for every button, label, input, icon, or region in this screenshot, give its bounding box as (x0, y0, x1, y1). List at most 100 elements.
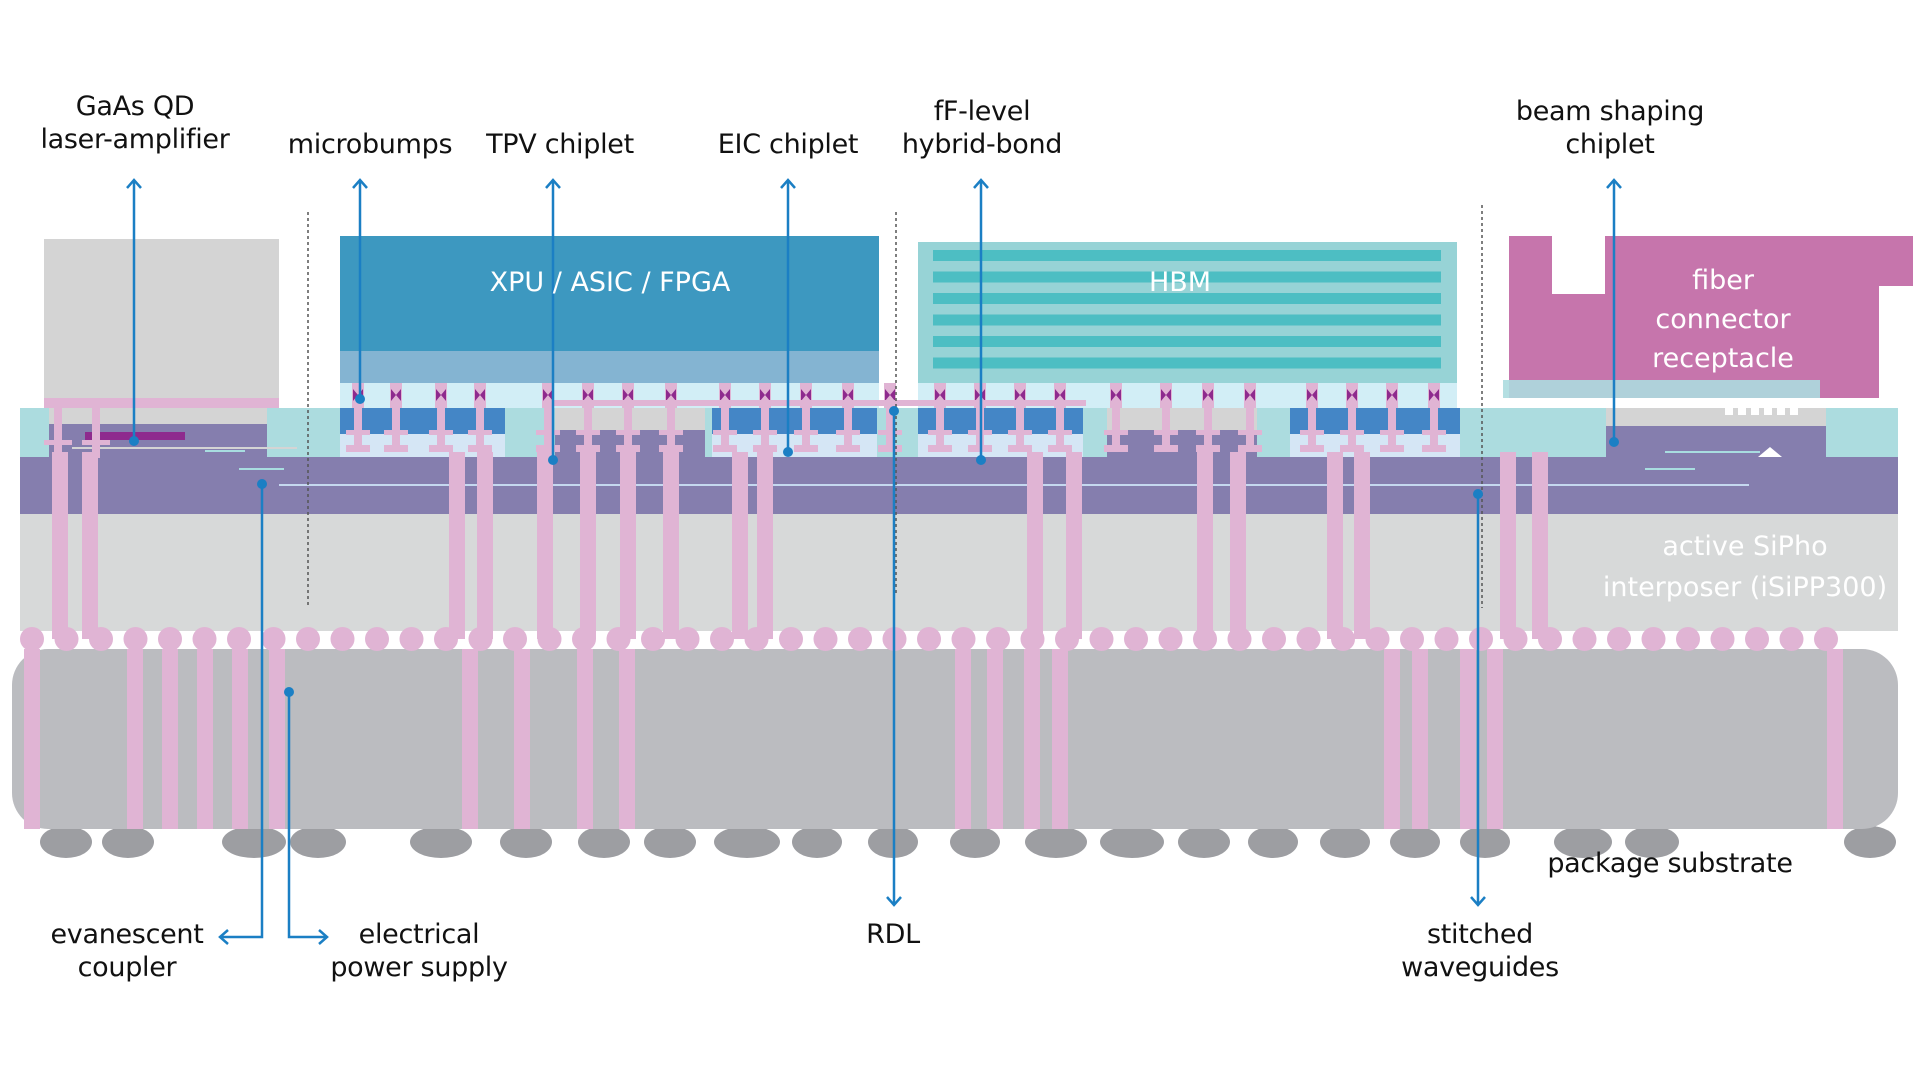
hbm-label: HBM (1080, 263, 1280, 302)
bga-ball (1625, 826, 1679, 858)
through-silicon-via (620, 452, 636, 639)
copper-interconnects (20, 383, 1843, 829)
c4-bump (468, 627, 493, 651)
substrate-via (1487, 649, 1503, 829)
through-silicon-via (663, 452, 679, 639)
through-silicon-via (1532, 452, 1548, 639)
c4-bump (434, 627, 458, 651)
c4-bump (710, 627, 734, 651)
bga-ball (644, 826, 696, 858)
rdl-pad (836, 430, 860, 435)
beam-shaping-pad (1725, 408, 1733, 415)
label-line: power supply (330, 952, 508, 983)
callout-evanescent-arrowhead (218, 929, 229, 945)
callout-power-supply-arrowhead (318, 929, 329, 945)
via-stack (802, 408, 810, 448)
c4-bump (813, 627, 838, 651)
c4-bump (1676, 627, 1700, 651)
label-line: interposer (iSiPP300) (1602, 572, 1888, 603)
c4-bump (192, 627, 217, 651)
bga-ball (1844, 826, 1896, 858)
substrate-via (232, 649, 248, 829)
c4-bump (158, 627, 182, 651)
label-microbumps: microbumps (270, 128, 470, 161)
c4-bump (641, 627, 665, 651)
substrate-via (269, 649, 285, 829)
fiber-connector-receptacle (1509, 236, 1913, 398)
bga-ball (410, 826, 472, 858)
label-line: waveguides (1401, 952, 1559, 983)
hybrid-bond-pad (1429, 389, 1439, 401)
callout-microbumps-dot (355, 394, 365, 404)
substrate-via (577, 649, 593, 829)
label-line: laser-amplifier (40, 124, 230, 155)
rdl-pad (1196, 445, 1220, 452)
microbump (1306, 383, 1318, 408)
rdl-pad (713, 445, 737, 452)
c4-bump (1814, 627, 1838, 651)
beam-shaping-pad (1777, 408, 1785, 415)
active-sipho-interposer-label: active SiPho interposer (iSiPP300) (1590, 526, 1900, 608)
bga-ball (792, 826, 842, 858)
hybrid-bond-pad (543, 389, 553, 401)
microbump (1202, 383, 1214, 408)
callout-rdl-arrowhead (886, 896, 902, 907)
fiber-connector-base (1503, 380, 1820, 398)
c4-bump (1641, 627, 1666, 651)
rdl-pad (536, 445, 560, 452)
rdl-pad (1048, 445, 1072, 452)
c4-bump (261, 627, 286, 651)
rdl-pad (753, 430, 777, 435)
beam-shaping-mirror (1758, 447, 1782, 457)
bga-ball (1320, 826, 1370, 858)
callout-eic-chiplet-arrowhead (780, 178, 796, 189)
waveguide (205, 450, 245, 452)
callout-lines (126, 178, 1622, 945)
via-stack (476, 408, 484, 448)
rdl-pad (576, 430, 600, 435)
waveguide (1665, 451, 1760, 453)
rdl-pad (1300, 445, 1324, 452)
rdl-pad (429, 430, 453, 435)
rdl-bridge (806, 400, 1086, 406)
microbump (1160, 383, 1172, 408)
laser-cavity-top (49, 408, 267, 424)
c4-bump (1227, 627, 1252, 651)
c4-bump (675, 627, 700, 651)
hbm-die-stripe (933, 271, 1441, 283)
microbump (1244, 383, 1256, 408)
rdl-pad (1196, 430, 1220, 435)
eic-chiplet-beol (340, 434, 505, 457)
substrate-via (1827, 649, 1843, 829)
c4-bump (1607, 627, 1631, 651)
c4-bump (917, 627, 941, 651)
c4-bump (1469, 627, 1493, 651)
via-stack (624, 408, 632, 448)
hbm-die-stripe (933, 336, 1441, 347)
label-ff-level-hybrid-bond: fF-level hybrid-bond (872, 95, 1092, 161)
substrate-via (462, 649, 478, 829)
via-stack (1246, 408, 1254, 448)
tpv-chiplet-top-2 (1107, 408, 1257, 430)
substrate-via (955, 649, 971, 829)
via-stack (844, 408, 852, 448)
c4-bump (1124, 627, 1148, 651)
via-stack (936, 408, 944, 448)
label-line: fF-level (933, 96, 1031, 127)
hybrid-bond-pad (1203, 389, 1213, 401)
bga-ball (950, 826, 1000, 858)
via-stack (1348, 408, 1356, 448)
rdl-pad (1238, 430, 1262, 435)
callout-beam-shaping-arrowhead (1606, 178, 1622, 189)
hybrid-bond-pad (843, 389, 853, 401)
rdl-pad (1154, 445, 1178, 452)
laser-cavity-dielectric (49, 424, 267, 457)
rdl-pad (753, 445, 777, 452)
via-stack (761, 408, 769, 448)
hbm-die-stripe (933, 357, 1441, 369)
rdl-pad (1380, 445, 1404, 452)
c4-bump (330, 627, 355, 651)
microbump (474, 383, 486, 408)
hybrid-bond-pad (720, 389, 730, 401)
